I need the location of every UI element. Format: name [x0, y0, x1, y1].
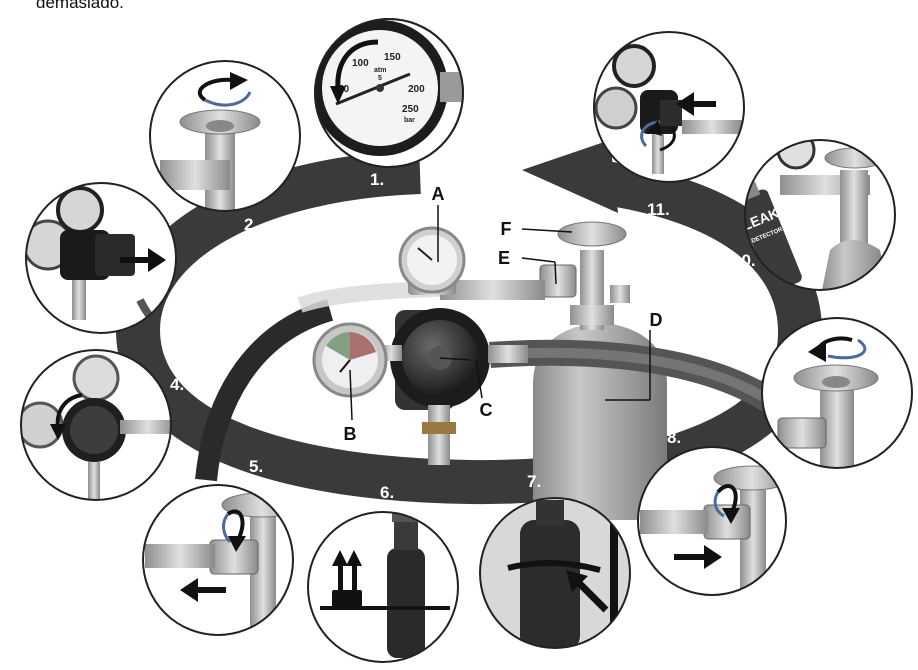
label-e: E [498, 248, 510, 268]
gauge-unit-mid: 5 [378, 75, 382, 82]
step-6-image [308, 512, 458, 662]
label-f: F [501, 219, 512, 239]
step-3: 3. [179, 286, 193, 305]
step-5-image [143, 485, 302, 640]
connection-nut-e [540, 265, 576, 297]
handwheel-f [558, 222, 626, 246]
step-6: 6. [380, 483, 394, 502]
caption-text: demasiado. [36, 0, 124, 13]
label-c: C [480, 400, 493, 420]
step-3-image [24, 183, 176, 333]
step-11: 11. [647, 200, 670, 219]
step-10-image: LEAK DETECTOR [729, 132, 895, 300]
step-11-image [594, 32, 744, 182]
step-1: 1. [370, 170, 384, 189]
gauge-label-100: 100 [352, 58, 369, 69]
label-d: D [650, 310, 663, 330]
step-10: 10. [732, 251, 756, 270]
step-9: 9. [750, 338, 764, 357]
step-2: 2. [244, 215, 258, 234]
step-5: 5. [249, 457, 263, 476]
label-b: B [344, 424, 357, 444]
step-9-image [762, 318, 912, 478]
step-8: 8. [667, 428, 681, 447]
step-8-image [638, 447, 790, 600]
step-7: 7. [527, 472, 541, 491]
step-7-image [480, 498, 630, 650]
gauge-label-250: 250 [402, 104, 419, 115]
label-a: A [432, 184, 445, 204]
step-1-image: 50 100 150 200 250 atm 5 bar [312, 19, 480, 167]
shutoff-valve [428, 405, 450, 465]
gauge-unit-atm: atm [374, 67, 386, 74]
regulator-outlet [488, 345, 528, 363]
gauge-label-150: 150 [384, 52, 401, 63]
gauge-label-200: 200 [408, 84, 425, 95]
ring-arrowhead [522, 140, 618, 213]
gauge-unit-bar: bar [404, 117, 415, 124]
valve-side-port [610, 285, 630, 303]
step-4: 4. [170, 375, 184, 394]
valve-body [570, 305, 614, 325]
